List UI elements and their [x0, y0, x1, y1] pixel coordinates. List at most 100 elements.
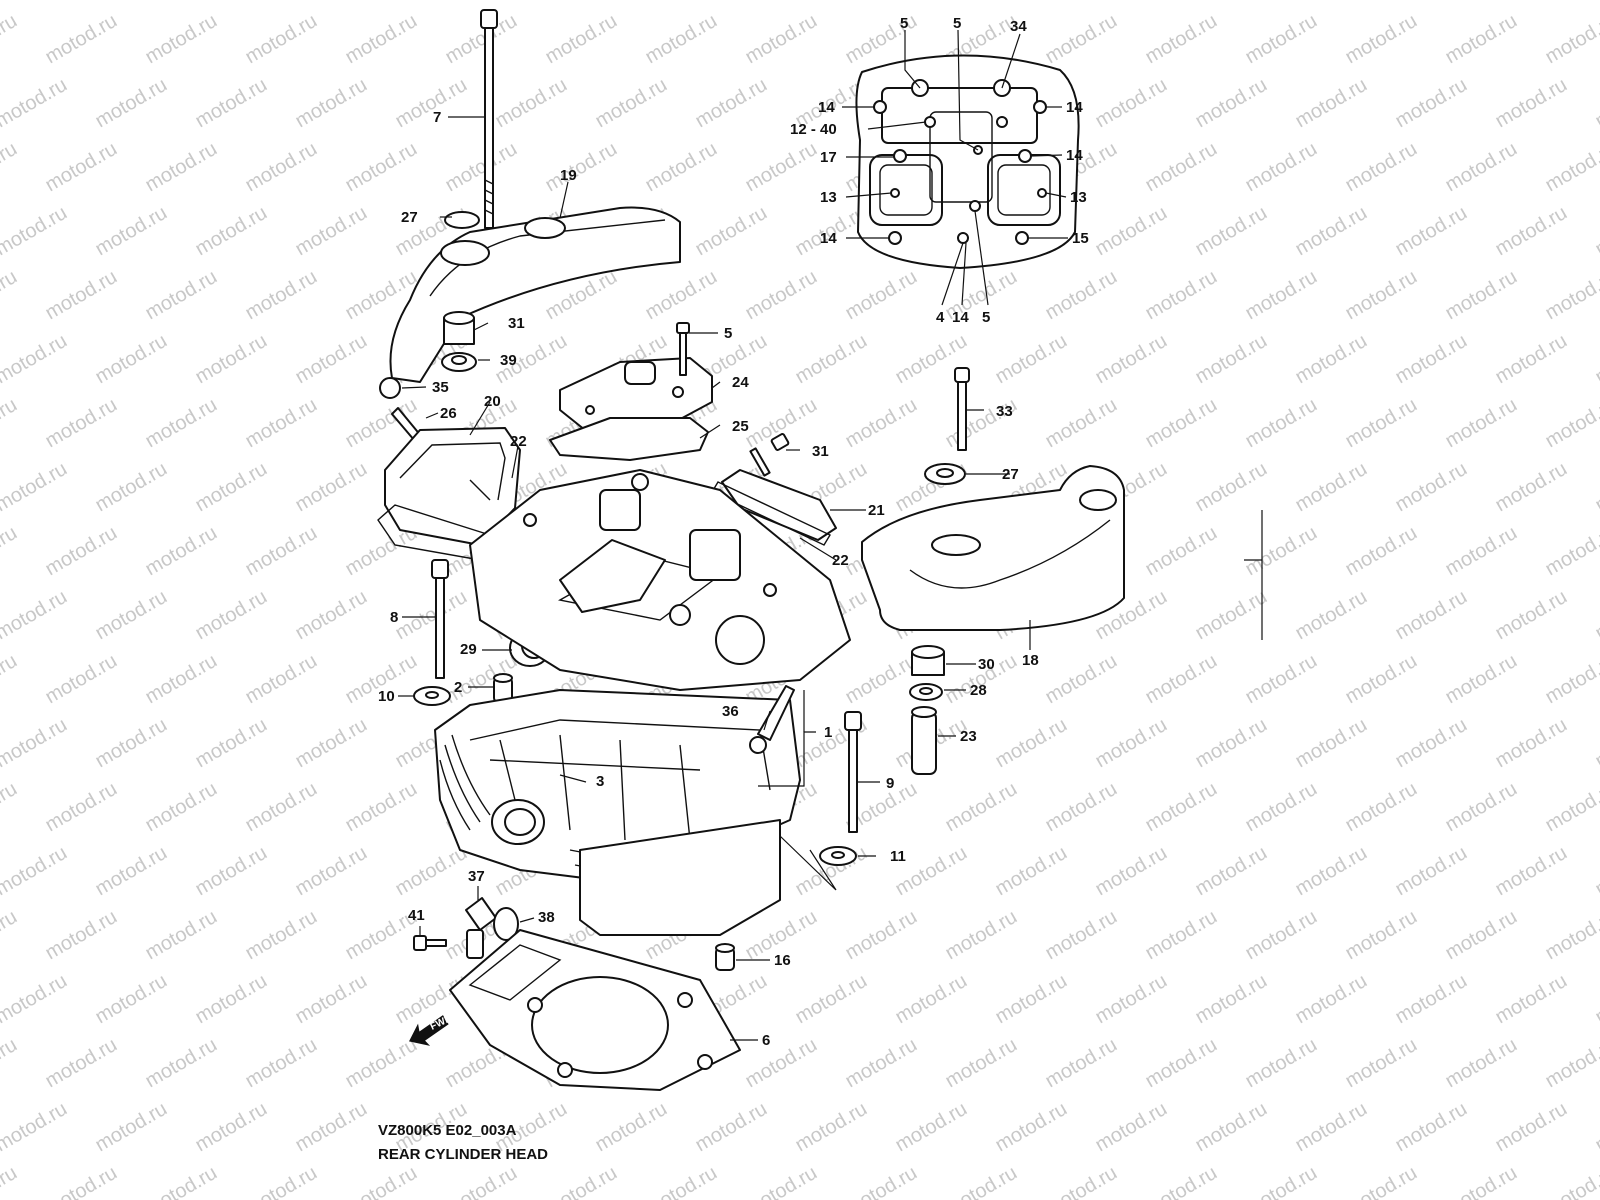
watermark-text: motod.ru [542, 10, 621, 69]
callout-27-right: 27 [1002, 466, 1019, 483]
inset-callout-34: 34 [1010, 18, 1027, 35]
callout-30: 30 [978, 656, 995, 673]
watermark-text: motod.ru [792, 1098, 871, 1157]
watermark-text: motod.ru [1542, 906, 1600, 965]
watermark-text: motod.ru [1492, 202, 1571, 261]
watermark-text: motod.ru [1442, 1034, 1521, 1093]
side-cover-18 [861, 465, 1125, 631]
callout-20: 20 [484, 393, 501, 410]
watermark-text: motod.ru [0, 74, 71, 133]
watermark-text: motod.ru [1392, 0, 1471, 4]
watermark-text: motod.ru [0, 330, 71, 389]
bolt-35 [379, 377, 401, 399]
watermark-text: motod.ru [1242, 266, 1321, 325]
watermark-text: motod.ru [192, 1098, 271, 1157]
watermark-text: motod.ru [42, 1034, 121, 1093]
watermark-text: motod.ru [1592, 202, 1600, 261]
watermark-text: motod.ru [992, 842, 1071, 901]
watermark-text: motod.ru [992, 0, 1071, 4]
watermark-text: motod.ru [892, 1098, 971, 1157]
watermark-text: motod.ru [1092, 1098, 1171, 1157]
watermark-text: motod.ru [392, 0, 471, 4]
watermark-text: motod.ru [1292, 714, 1371, 773]
watermark-text: motod.ru [1242, 1162, 1321, 1200]
callout-21: 21 [868, 502, 885, 519]
watermark-text: motod.ru [242, 1162, 321, 1200]
watermark-text: motod.ru [1142, 1162, 1221, 1200]
watermark-text: motod.ru [1042, 1034, 1121, 1093]
watermark-text: motod.ru [592, 1098, 671, 1157]
watermark-text: motod.ru [492, 0, 571, 4]
watermark-text: motod.ru [0, 586, 71, 645]
watermark-text: motod.ru [1492, 330, 1571, 389]
watermark-text: motod.ru [142, 522, 221, 581]
watermark-text: motod.ru [1242, 522, 1321, 581]
watermark-text: motod.ru [142, 10, 221, 69]
gasket-22-right [711, 481, 831, 546]
bolt-32 [749, 433, 790, 477]
watermark-text: motod.ru [242, 906, 321, 965]
watermark-text: motod.ru [242, 522, 321, 581]
watermark-text: motod.ru [642, 1162, 721, 1200]
watermark-text: motod.ru [342, 1034, 421, 1093]
watermark-text: motod.ru [292, 1098, 371, 1157]
inset-callout-5c: 5 [982, 309, 990, 326]
watermark-text: motod.ru [1192, 1098, 1271, 1157]
inset-callout-17: 17 [820, 149, 837, 166]
watermark-text: motod.ru [742, 1162, 821, 1200]
watermark-text: motod.ru [1192, 970, 1271, 1029]
watermark-text: motod.ru [92, 1098, 171, 1157]
watermark-text: motod.ru [1592, 842, 1600, 901]
watermark-text: motod.ru [1092, 842, 1171, 901]
watermark-text: motod.ru [1542, 138, 1600, 197]
watermark-text: motod.ru [1342, 778, 1421, 837]
watermark-text: motod.ru [1542, 266, 1600, 325]
watermark-text: motod.ru [592, 74, 671, 133]
callout-28: 28 [970, 682, 987, 699]
bolt-41 [413, 935, 447, 951]
watermark-text: motod.ru [42, 138, 121, 197]
watermark-text: motod.ru [42, 522, 121, 581]
watermark-text: motod.ru [0, 842, 71, 901]
watermark-text: motod.ru [1142, 138, 1221, 197]
watermark-text: motod.ru [0, 970, 71, 1029]
callout-33: 33 [996, 403, 1013, 420]
watermark-text: motod.ru [1192, 74, 1271, 133]
watermark-text: motod.ru [92, 458, 171, 517]
watermark-text: motod.ru [1192, 714, 1271, 773]
watermark-text: motod.ru [742, 1034, 821, 1093]
watermark-text: motod.ru [842, 394, 921, 453]
watermark-text: motod.ru [1092, 970, 1171, 1029]
watermark-text: motod.ru [1342, 138, 1421, 197]
watermark-text: motod.ru [692, 0, 771, 4]
watermark-text: motod.ru [92, 586, 171, 645]
grommet-31 [443, 311, 475, 345]
watermark-text: motod.ru [792, 970, 871, 1029]
inset-cover-detail [855, 54, 1080, 269]
watermark-text: motod.ru [1192, 842, 1271, 901]
watermark-text: motod.ru [1592, 586, 1600, 645]
watermark-text: motod.ru [1192, 330, 1271, 389]
watermark-text: motod.ru [1292, 458, 1371, 517]
callout-29: 29 [460, 641, 477, 658]
watermark-text: motod.ru [392, 842, 471, 901]
watermark-text: motod.ru [1342, 906, 1421, 965]
leader-lines [398, 29, 1068, 1041]
watermark-text: motod.ru [492, 74, 571, 133]
watermark-text: motod.ru [942, 778, 1021, 837]
bolt-9 [844, 711, 862, 833]
watermark-text: motod.ru [92, 0, 171, 4]
watermark-text: motod.ru [1042, 394, 1121, 453]
watermark-text: motod.ru [1292, 1098, 1371, 1157]
watermark-text: motod.ru [0, 522, 21, 581]
edge-tick [1244, 510, 1263, 640]
washer-27-right [924, 463, 966, 485]
washer-39 [441, 352, 477, 372]
watermark-text: motod.ru [692, 202, 771, 261]
watermark-text: motod.ru [942, 1034, 1021, 1093]
callout-36: 36 [722, 703, 739, 720]
watermark-text: motod.ru [842, 650, 921, 709]
bolt-8 [431, 559, 449, 679]
watermark-text: motod.ru [1342, 266, 1421, 325]
watermark-text: motod.ru [1392, 714, 1471, 773]
